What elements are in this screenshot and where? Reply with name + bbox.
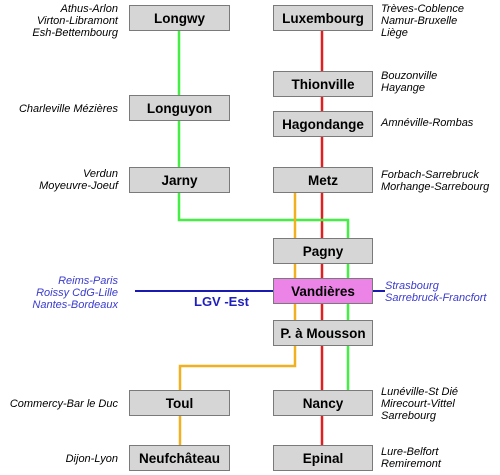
label-line: Morhange-Sarrebourg xyxy=(381,181,490,193)
label-toul: Commercy-Bar le Duc xyxy=(10,398,118,410)
orange-line xyxy=(178,180,297,458)
label-line: Nantes-Bordeaux xyxy=(32,299,118,311)
label-thionville: Bouzonville Hayange xyxy=(381,70,437,94)
label-line: Roissy CdG-Lille xyxy=(36,287,118,299)
lgv-est-label: LGV -Est xyxy=(194,294,249,309)
label-longwy: Athus-Arlon Virton-Libramont Esh-Bettemb… xyxy=(32,3,118,39)
label-luxembourg: Trèves-Coblence Namur-Bruxelle Liège xyxy=(381,3,464,39)
label-line: Mirecourt-Vittel xyxy=(381,398,455,410)
label-line: Sarrebourg xyxy=(381,410,437,422)
station-nancy: Nancy xyxy=(273,390,373,416)
station-hagondange: Hagondange xyxy=(273,111,373,137)
station-vandieres: Vandières xyxy=(273,278,373,304)
station-pont-a-mousson: P. à Mousson xyxy=(273,320,373,346)
label-line: Dijon-Lyon xyxy=(65,453,118,465)
station-longuyon: Longuyon xyxy=(129,95,230,121)
label-line: Liège xyxy=(381,27,408,39)
station-jarny: Jarny xyxy=(129,167,230,193)
label-neufchateau: Dijon-Lyon xyxy=(66,453,118,465)
label-line: Charleville Mézières xyxy=(18,103,118,115)
label-line: Reims-Paris xyxy=(58,275,118,287)
label-line: Moyeuvre-Joeuf xyxy=(39,180,118,192)
station-thionville: Thionville xyxy=(273,71,373,97)
label-metz: Forbach-Sarrebruck Morhange-Sarrebourg xyxy=(381,169,489,193)
label-epinal: Lure-Belfort Remiremont xyxy=(381,446,441,470)
label-line: Virton-Libramont xyxy=(36,15,118,27)
label-nancy: Lunéville-St Dié Mirecourt-Vittel Sarreb… xyxy=(381,386,458,422)
label-line: Verdun xyxy=(82,168,118,180)
label-line: Athus-Arlon xyxy=(60,3,118,15)
label-line: Strasbourg xyxy=(385,280,439,292)
station-longwy: Longwy xyxy=(129,5,230,31)
station-epinal: Epinal xyxy=(273,445,373,471)
label-line: Sarrebruck-Francfort xyxy=(385,292,487,304)
label-hagondange: Amnéville-Rombas xyxy=(381,117,473,129)
station-metz: Metz xyxy=(273,167,373,193)
label-line: Remiremont xyxy=(381,458,441,470)
station-toul: Toul xyxy=(129,390,230,416)
station-neufchateau: Neufchâteau xyxy=(129,445,230,471)
label-lgv-west: Reims-Paris Roissy CdG-Lille Nantes-Bord… xyxy=(32,275,118,311)
station-luxembourg: Luxembourg xyxy=(273,5,373,31)
station-pagny: Pagny xyxy=(273,238,373,264)
label-line: Amnéville-Rombas xyxy=(381,117,474,129)
label-longuyon: Charleville Mézières xyxy=(19,103,118,115)
label-jarny: Verdun Moyeuvre-Joeuf xyxy=(39,168,118,192)
label-line: Lunéville-St Dié xyxy=(381,386,459,398)
label-line: Commercy-Bar le Duc xyxy=(9,398,118,410)
label-lgv-east: Strasbourg Sarrebruck-Francfort xyxy=(385,280,486,304)
label-line: Lure-Belfort xyxy=(381,446,439,458)
label-line: Namur-Bruxelle xyxy=(381,15,458,27)
label-line: Esh-Bettembourg xyxy=(32,27,118,39)
label-line: Forbach-Sarrebruck xyxy=(381,169,479,181)
label-line: Hayange xyxy=(381,82,426,94)
label-line: Bouzonville xyxy=(381,70,438,82)
label-line: Trèves-Coblence xyxy=(381,3,464,15)
